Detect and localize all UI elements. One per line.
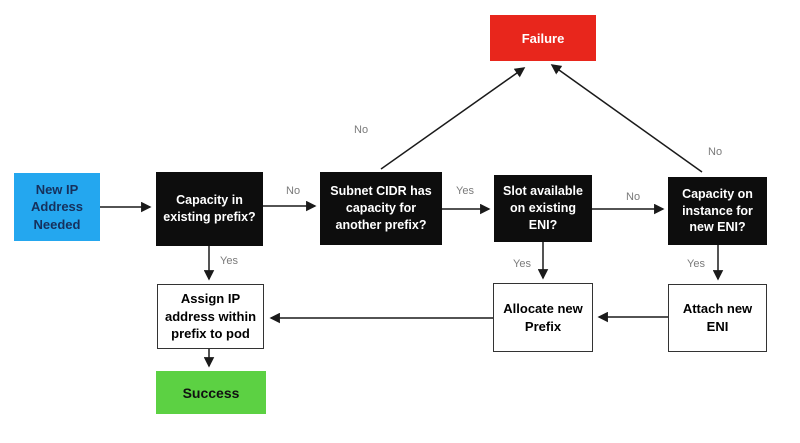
edge-label-no-capacity-instance: No: [708, 146, 723, 158]
node-capacity-on-instance-for-new-eni: Capacity on instance for new ENI?: [668, 177, 767, 245]
node-subnet-cidr-has-capacity: Subnet CIDR has capacity for another pre…: [320, 172, 442, 245]
edge-label-yes-capacity-instance: Yes: [687, 258, 705, 270]
edge-label-yes-slot-available: Yes: [513, 258, 531, 270]
node-slot-available-on-existing-eni: Slot available on existing ENI?: [494, 175, 592, 242]
node-capacity-in-existing-prefix: Capacity in existing prefix?: [156, 172, 263, 246]
edge-label-yes-capacity-existing: Yes: [220, 255, 238, 267]
arrow-subnet-cidr-no-to-failure: [380, 67, 526, 170]
node-success: Success: [156, 371, 266, 414]
node-failure: Failure: [490, 15, 596, 61]
edge-label-no-subnet-cidr: No: [354, 124, 369, 136]
edge-label-yes-subnet-cidr: Yes: [456, 185, 474, 197]
node-allocate-new-prefix: Allocate new Prefix: [493, 283, 593, 352]
edge-label-no-slot-available: No: [626, 191, 641, 203]
node-assign-ip-address-within-prefix: Assign IP address within prefix to pod: [157, 284, 264, 349]
edge-label-no-capacity-existing: No: [286, 185, 301, 197]
node-new-ip-address-needed: New IP Address Needed: [14, 173, 100, 241]
node-attach-new-eni: Attach new ENI: [668, 284, 767, 352]
arrow-capacity-instance-no-to-failure: [550, 64, 703, 173]
